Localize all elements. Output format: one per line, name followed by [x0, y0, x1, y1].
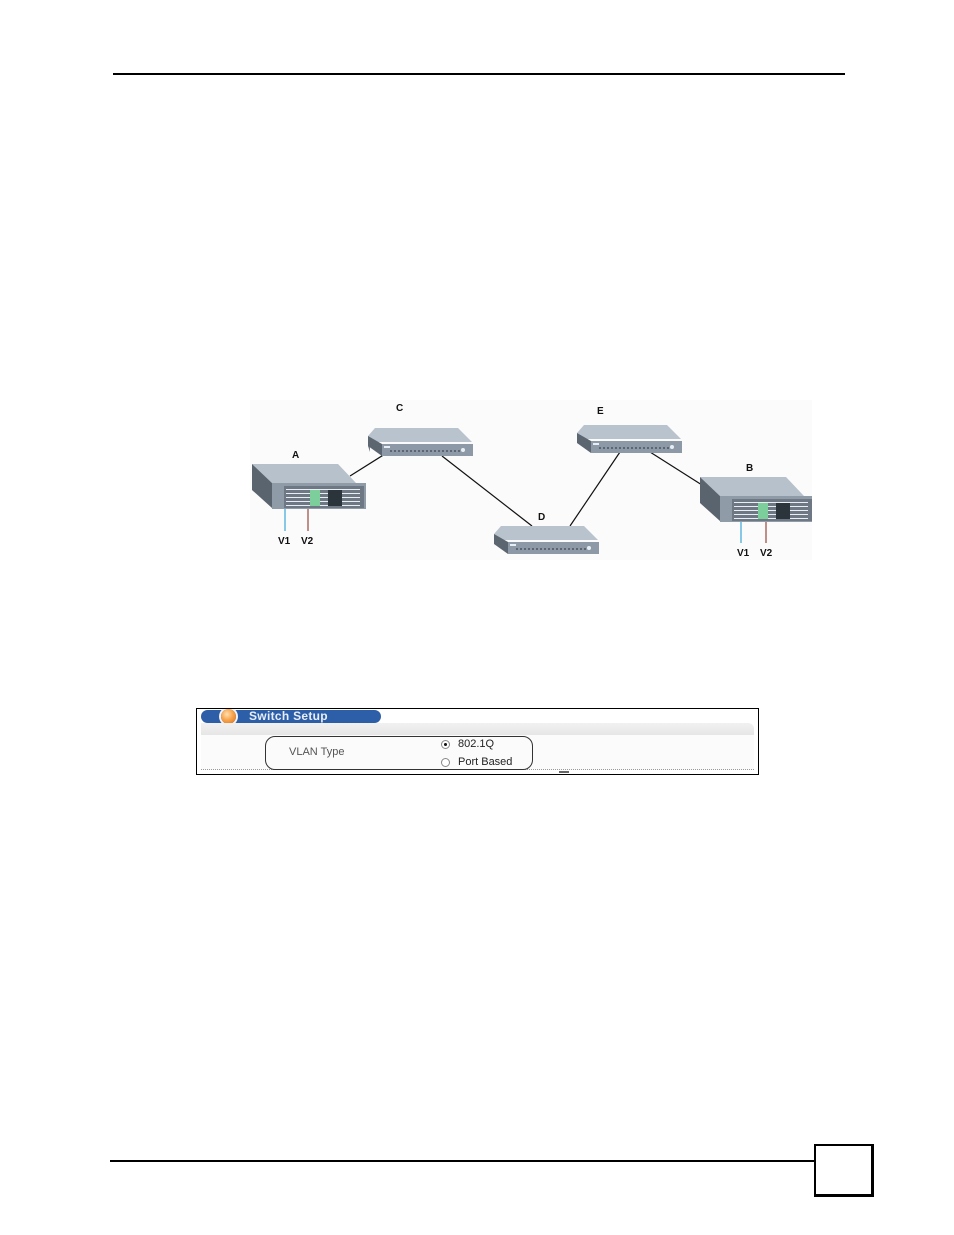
vlan-type-highlight-frame [265, 736, 533, 770]
panel-band [201, 723, 754, 735]
page-number-box [814, 1144, 874, 1197]
radio-802-1q[interactable]: 802.1Q [441, 738, 494, 750]
header-rule [113, 73, 845, 75]
radio-port-based[interactable]: Port Based [441, 756, 512, 768]
node-label-d: D [538, 512, 545, 523]
link-d-e [569, 451, 621, 527]
node-label-e: E [597, 406, 604, 417]
vlan-label-a-v1: V1 [278, 536, 291, 547]
radio-label-802-1q: 802.1Q [458, 738, 495, 750]
node-label-a: A [292, 450, 299, 461]
footer-rule [110, 1160, 816, 1162]
link-e-b [649, 451, 703, 486]
chassis-switch-b-icon [700, 477, 812, 522]
panel-title: Switch Setup [249, 709, 328, 723]
vlan-type-label: VLAN Type [289, 746, 345, 758]
switch-e-icon [577, 425, 682, 453]
scroll-nub [559, 771, 569, 773]
vlan-label-a-v2: V2 [301, 536, 314, 547]
radio-button-802-1q[interactable] [441, 739, 450, 749]
panel-title-bar: Switch Setup [201, 709, 381, 724]
panel-body [201, 735, 754, 770]
switch-setup-panel: Switch Setup VLAN Type 802.1Q Port Based [196, 708, 759, 775]
vlan-label-b-v1: V1 [737, 548, 750, 559]
switch-c-icon [368, 428, 473, 456]
node-label-c: C [396, 403, 403, 414]
vlan-label-b-v2: V2 [760, 548, 773, 559]
radio-label-port-based: Port Based [458, 756, 513, 768]
orb-icon [221, 709, 236, 724]
link-a-c [349, 453, 386, 477]
switch-d-icon [494, 526, 599, 554]
vlan-network-diagram: C E D [250, 400, 812, 560]
link-c-d [441, 455, 533, 527]
radio-button-port-based[interactable] [441, 757, 450, 767]
node-label-b: B [746, 463, 753, 474]
chassis-switch-a-icon [252, 464, 366, 509]
